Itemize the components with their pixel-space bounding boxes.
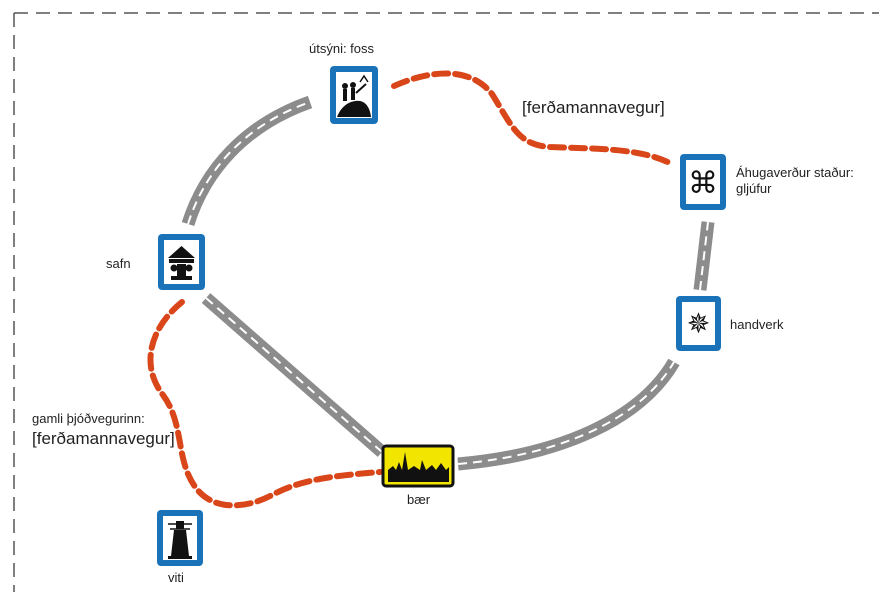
sign-viti[interactable] xyxy=(157,510,203,566)
sign-handverk[interactable]: ✵ xyxy=(676,296,721,351)
label-gamli-line2: [ferðamannavegur] xyxy=(32,429,175,448)
handicraft-icon: ✵ xyxy=(687,307,710,340)
label-ahugaverdur-line1: Áhugaverður staður: xyxy=(736,165,854,180)
sign-ahugaverdur[interactable]: ⌘ xyxy=(680,154,726,210)
viewpoint-icon xyxy=(337,74,371,117)
sign-baer[interactable] xyxy=(381,444,455,488)
label-handverk: handverk xyxy=(730,317,784,332)
label-viti: viti xyxy=(168,570,184,585)
road-baer-handverk xyxy=(457,358,680,471)
label-baer: bær xyxy=(407,492,431,507)
tourist-route-top xyxy=(391,70,675,167)
map-frame xyxy=(13,12,879,592)
label-gamli-line1: gamli þjóðvegurinn: xyxy=(32,411,145,426)
tourist-route-old-road xyxy=(147,299,383,509)
road-safn-baer xyxy=(201,293,387,457)
sign-safn[interactable] xyxy=(158,234,205,290)
label-utsyni: útsýni: foss xyxy=(309,41,375,56)
label-ferdamannavegur-top: [ferðamannavegur] xyxy=(522,98,665,117)
lighthouse-icon xyxy=(168,521,192,559)
sign-utsyni[interactable] xyxy=(330,66,378,124)
label-safn: safn xyxy=(106,256,131,271)
label-ahugaverdur-line2: gljúfur xyxy=(736,181,772,196)
road-safn-utsyni xyxy=(181,95,313,226)
town-icon xyxy=(388,452,449,482)
place-of-interest-icon: ⌘ xyxy=(688,166,718,201)
road-handverk-ahugaverdur xyxy=(693,221,715,291)
museum-icon xyxy=(168,246,195,280)
